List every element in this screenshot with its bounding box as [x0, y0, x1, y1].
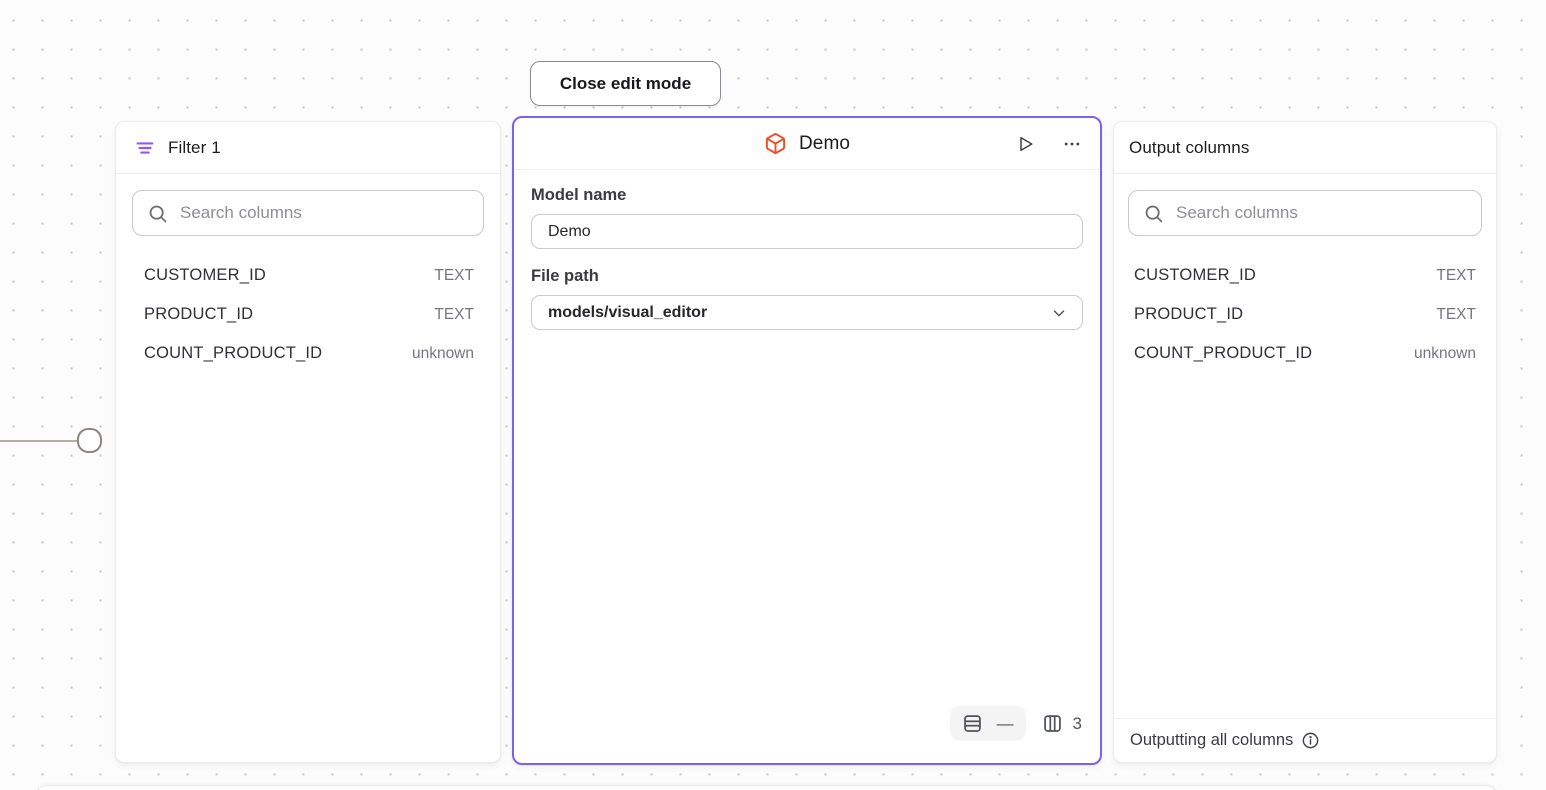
column-type: TEXT: [1436, 305, 1476, 323]
file-path-label: File path: [531, 267, 599, 285]
chevron-down-icon: [1050, 304, 1068, 322]
edge-connector-handle[interactable]: [77, 428, 102, 453]
file-path-value: models/visual_editor: [548, 303, 708, 321]
model-panel-header: Demo: [514, 118, 1100, 170]
filter-panel-header: Filter 1: [116, 122, 500, 174]
output-column-list: CUSTOMER_ID TEXT PRODUCT_ID TEXT COUNT_P…: [1114, 252, 1496, 377]
row-count-indicator[interactable]: —: [949, 706, 1026, 741]
output-columns-panel[interactable]: Output columns CUSTOMER_ID TEXT PRODUCT_…: [1113, 121, 1497, 763]
info-icon[interactable]: [1301, 731, 1320, 750]
search-icon: [1143, 203, 1164, 224]
output-panel-title: Output columns: [1129, 137, 1250, 157]
file-path-select[interactable]: models/visual_editor: [531, 295, 1083, 330]
column-type: unknown: [1413, 344, 1476, 362]
model-node-panel[interactable]: Demo Model name File path: [512, 116, 1102, 765]
table-rows-icon: [962, 713, 983, 734]
column-name: COUNT_PRODUCT_ID: [144, 344, 323, 362]
cube-icon: [764, 132, 787, 155]
output-footer-text: Outputting all columns: [1130, 731, 1294, 749]
model-panel-title: Demo: [798, 132, 851, 154]
output-search-box[interactable]: [1128, 190, 1482, 236]
column-name: CUSTOMER_ID: [1134, 266, 1256, 284]
search-icon: [147, 203, 168, 224]
model-name-input[interactable]: [531, 214, 1083, 249]
edge-connector-line: [0, 440, 79, 442]
bottom-panel-partial[interactable]: [35, 785, 1498, 790]
filter-panel-title: Filter 1: [168, 137, 221, 157]
column-name: PRODUCT_ID: [144, 305, 254, 323]
table-row[interactable]: PRODUCT_ID TEXT: [1114, 295, 1496, 334]
play-icon: [1016, 134, 1036, 154]
table-row[interactable]: CUSTOMER_ID TEXT: [116, 256, 500, 295]
filter-column-list: CUSTOMER_ID TEXT PRODUCT_ID TEXT COUNT_P…: [116, 252, 500, 377]
close-edit-mode-button[interactable]: Close edit mode: [530, 61, 721, 106]
column-count-indicator[interactable]: 3: [1042, 713, 1082, 734]
filter-search-input[interactable]: [180, 203, 469, 223]
row-count-value: —: [996, 713, 1014, 733]
column-name: PRODUCT_ID: [1134, 305, 1244, 323]
table-row[interactable]: PRODUCT_ID TEXT: [116, 295, 500, 334]
output-search-input[interactable]: [1176, 203, 1467, 223]
output-footer: Outputting all columns: [1114, 718, 1496, 762]
column-name: COUNT_PRODUCT_ID: [1134, 344, 1313, 362]
filter-node-panel[interactable]: Filter 1 CUSTOMER_ID TEXT PRODUCT_ID TEX…: [115, 121, 501, 763]
ellipsis-icon: [1062, 134, 1082, 154]
column-name: CUSTOMER_ID: [144, 266, 266, 284]
column-type: TEXT: [1436, 266, 1476, 284]
table-row[interactable]: CUSTOMER_ID TEXT: [1114, 256, 1496, 295]
table-row[interactable]: COUNT_PRODUCT_ID unknown: [116, 334, 500, 373]
column-type: TEXT: [434, 305, 474, 323]
column-type: unknown: [411, 344, 474, 362]
table-columns-icon: [1042, 713, 1063, 734]
more-options-button[interactable]: [1058, 130, 1086, 158]
filter-lines-icon: [134, 137, 156, 159]
column-count-value: 3: [1072, 713, 1082, 733]
run-model-button[interactable]: [1012, 130, 1040, 158]
table-row[interactable]: COUNT_PRODUCT_ID unknown: [1114, 334, 1496, 373]
model-name-label: Model name: [531, 186, 627, 204]
filter-search-box[interactable]: [132, 190, 484, 236]
output-panel-header: Output columns: [1114, 122, 1496, 174]
column-type: TEXT: [434, 266, 474, 284]
